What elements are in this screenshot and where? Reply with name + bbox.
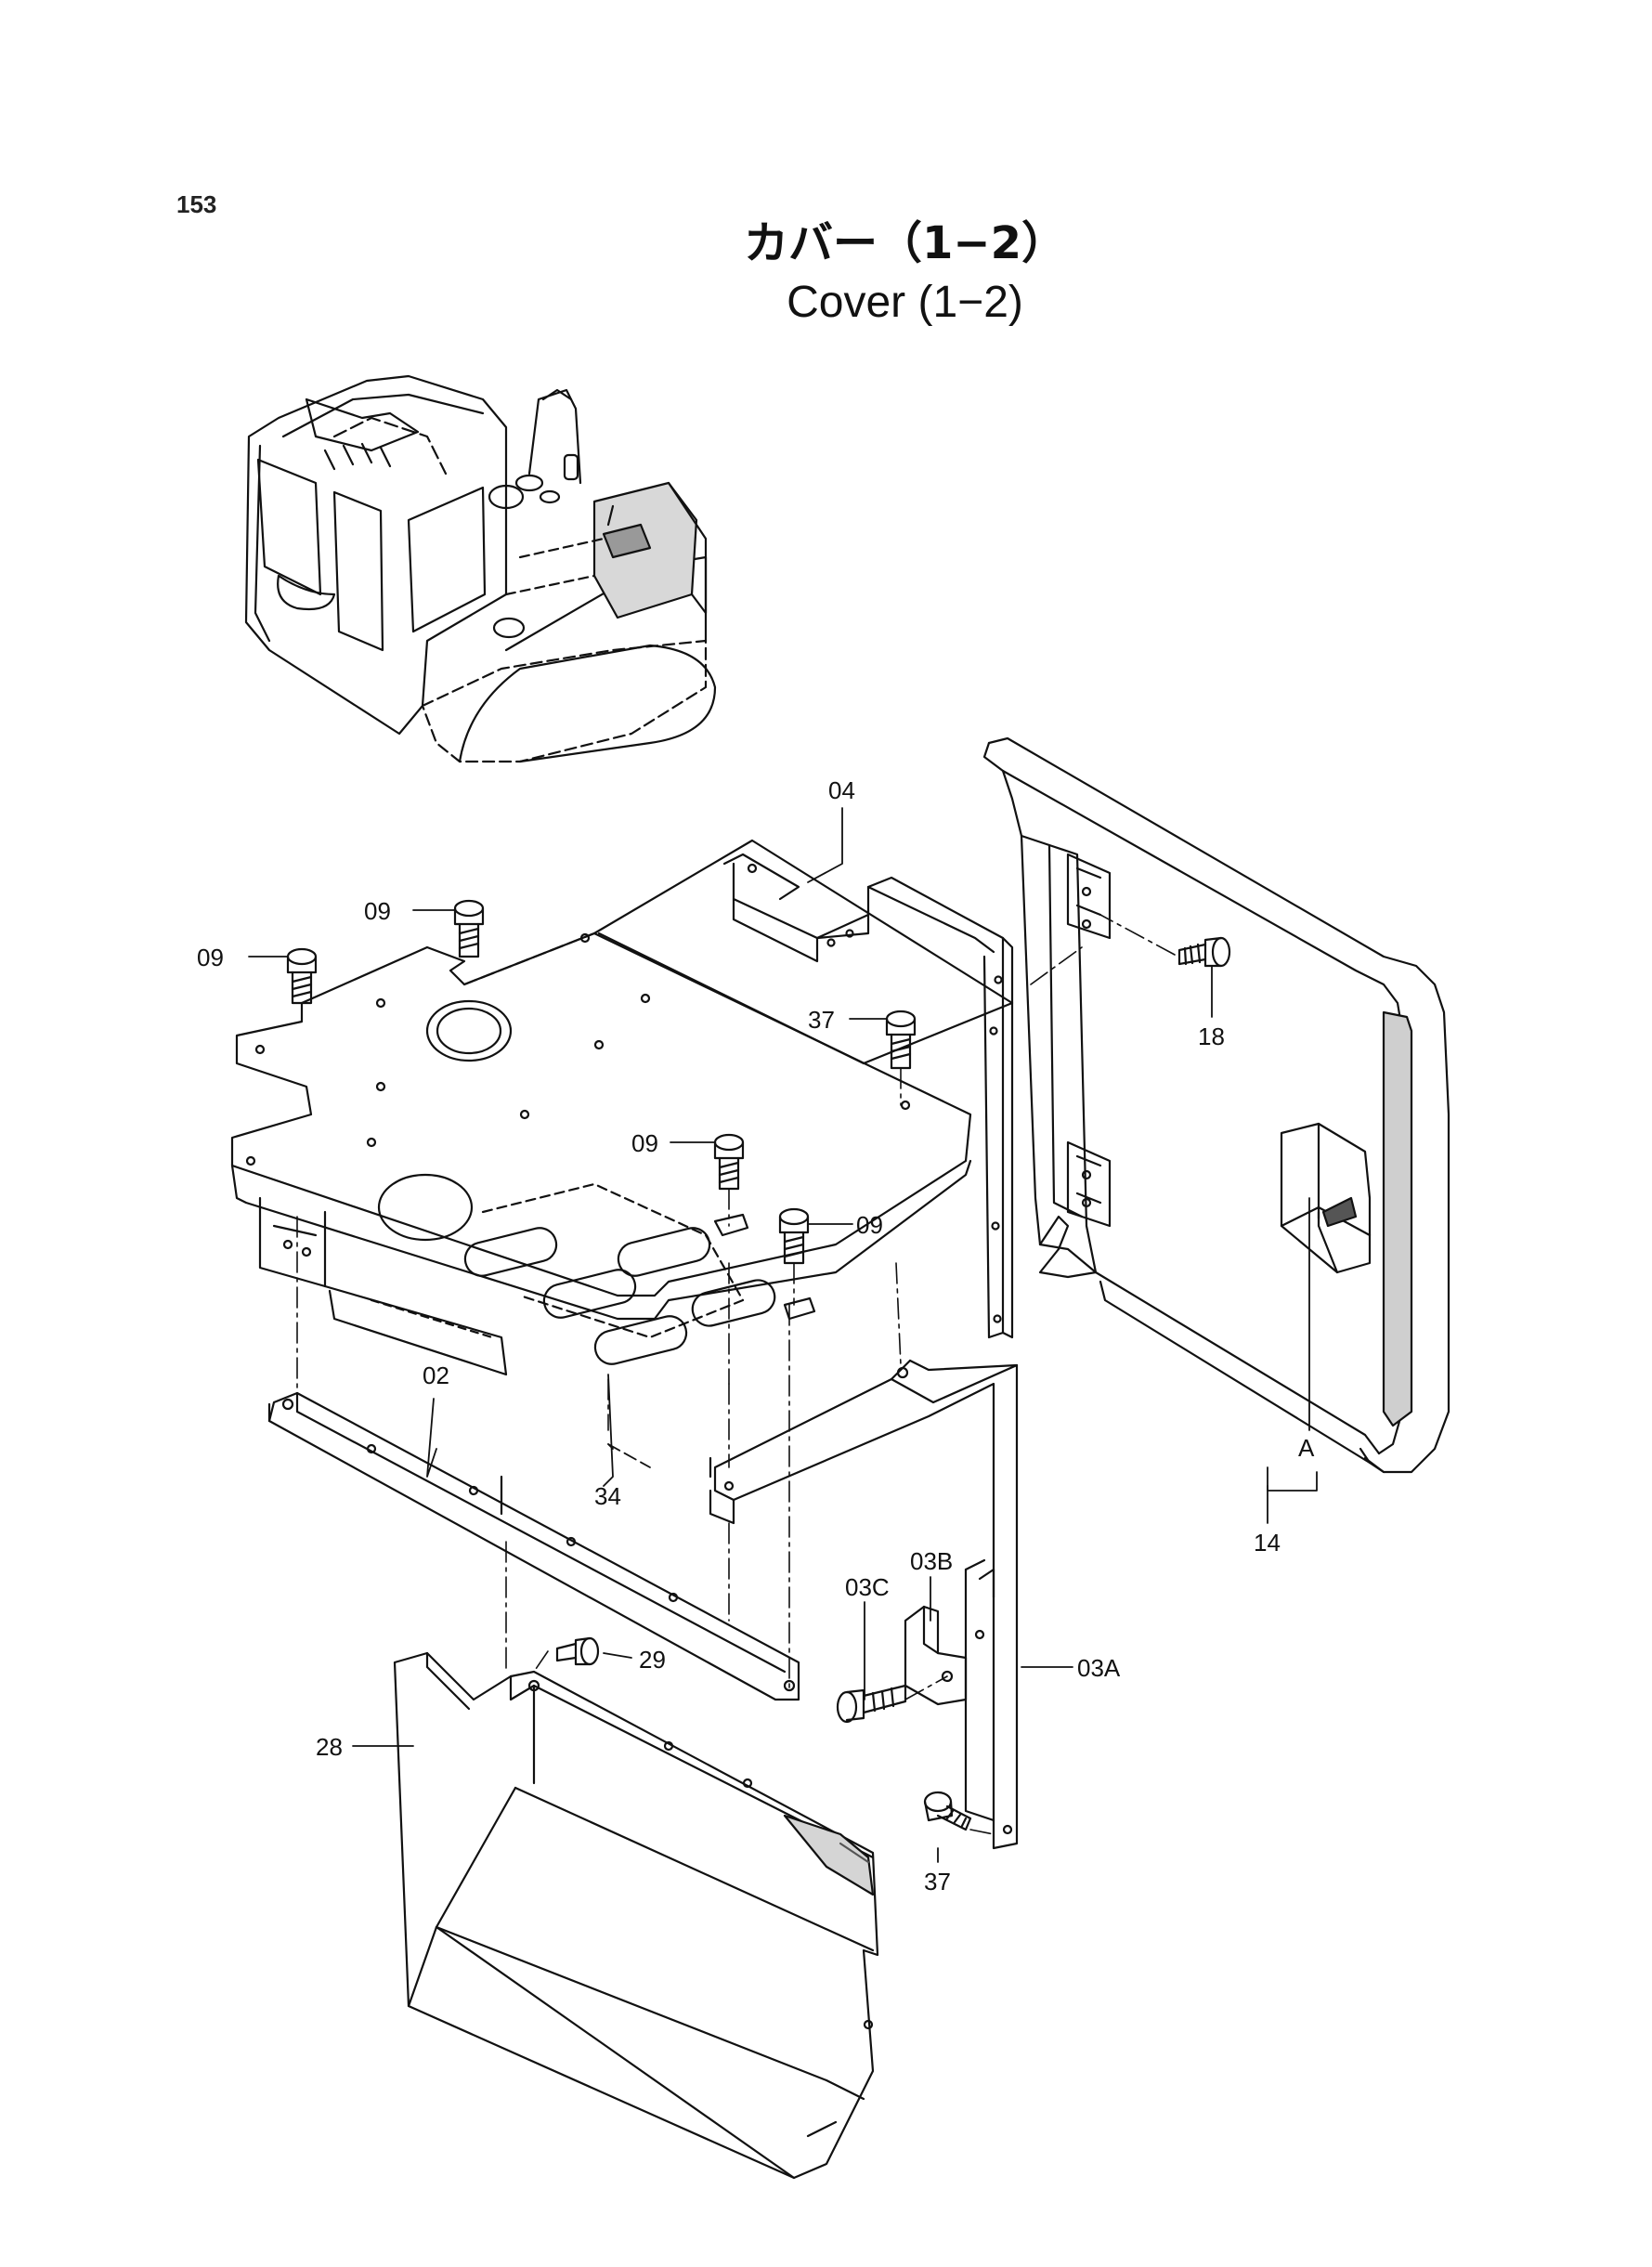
plate-slots [463, 1182, 776, 1365]
part-03b-small-bracket [904, 1605, 968, 1706]
bolt-37-upper [885, 1010, 917, 1070]
title-japanese: カバー（1−2） [743, 217, 1067, 269]
bolt-03c [836, 1684, 907, 1724]
callout-37-upper: 37 [808, 1006, 835, 1034]
leader-lines [248, 807, 1318, 1863]
assembly-center-lines [296, 914, 1176, 1835]
part-02-rail [267, 1391, 800, 1701]
bolt-09-middle [713, 1133, 745, 1191]
bolts [286, 899, 1231, 1831]
page-number: 153 [176, 190, 217, 218]
callout-03b: 03B [910, 1547, 953, 1575]
callout-04: 04 [828, 776, 855, 804]
bolt-29 [555, 1636, 600, 1666]
callout-09-middle: 09 [631, 1129, 658, 1157]
part-28-lower-cover [393, 1651, 879, 2180]
callout-09-top: 09 [364, 897, 391, 925]
callout-09-left: 09 [197, 944, 224, 971]
title-block: カバー（1−2） Cover (1−2) [0, 214, 1652, 332]
bolt-37-lower [923, 1791, 972, 1831]
bolt-18 [1177, 936, 1231, 968]
excavator-overview-illustration [244, 374, 717, 763]
bolt-09-top [453, 899, 485, 958]
callout-02: 02 [423, 1362, 449, 1389]
bolt-09-right [778, 1207, 810, 1265]
callout-37-lower: 37 [924, 1868, 951, 1896]
title-english: Cover (1−2) [787, 278, 1023, 327]
callout-03a: 03A [1077, 1654, 1121, 1682]
callout-14: 14 [1254, 1529, 1281, 1557]
callout-28: 28 [316, 1733, 343, 1761]
part-03a-bracket [709, 1359, 1019, 1850]
callout-labels: 04 09 09 37 18 09 09 02 34 A 14 03B 03C … [197, 776, 1315, 1896]
callout-34: 34 [594, 1482, 621, 1510]
callout-18: 18 [1198, 1023, 1225, 1050]
callout-a: A [1298, 1434, 1315, 1462]
callout-29: 29 [639, 1646, 666, 1674]
part-14-side-cover [982, 736, 1450, 1474]
callout-09-right: 09 [856, 1211, 883, 1239]
bolt-09-left [286, 947, 318, 1005]
part-34-main-plate [230, 932, 972, 1376]
callout-03c: 03C [845, 1573, 890, 1601]
